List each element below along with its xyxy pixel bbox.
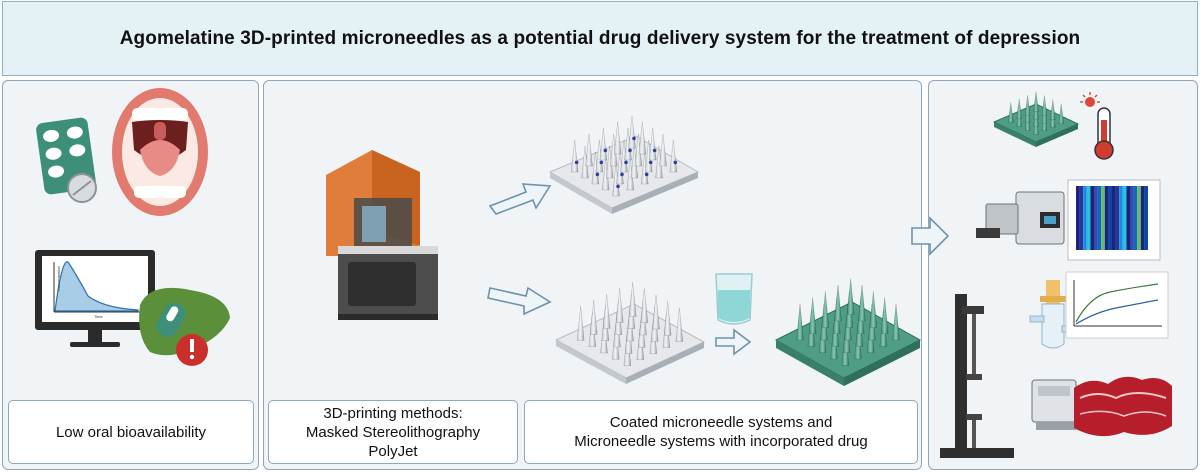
microneedle-spike	[599, 127, 608, 161]
heatmap-stripe	[1108, 186, 1112, 250]
drug-coating-dot	[599, 160, 604, 165]
arrow-right-icon	[487, 183, 752, 356]
microneedle-spike	[1058, 103, 1064, 124]
microneedle-spike	[834, 284, 842, 322]
microneedle-spike	[880, 297, 889, 334]
microneedle-spike	[869, 291, 878, 328]
heatmap-stripe	[1090, 186, 1094, 250]
label-line: PolyJet	[368, 442, 418, 460]
microneedle-array-plain	[554, 282, 706, 384]
drug-coating-dot	[603, 148, 608, 153]
page-title: Agomelatine 3D-printed microneedles as a…	[119, 27, 1081, 49]
microneedle-spike	[585, 133, 593, 167]
pk-x-label: Time	[94, 314, 104, 319]
release-profile-graph	[1065, 271, 1169, 339]
microtome-icon	[1031, 379, 1077, 430]
heatmap-stripe	[1144, 186, 1148, 250]
pill-blister-icon	[36, 117, 97, 203]
heatmap-stripe	[1137, 186, 1141, 250]
heatmap-stripe	[1115, 186, 1120, 250]
histology-section-image	[1074, 376, 1172, 437]
heatmap-stripe	[1079, 186, 1084, 250]
label-line: Coated microneedle systems and	[609, 414, 833, 431]
heatmap-stripe	[1122, 186, 1127, 250]
heatmap-spectrum-image	[1067, 179, 1161, 261]
microneedle-spike	[589, 300, 598, 335]
drug-coating-dot	[628, 148, 632, 153]
microneedle-spike	[1016, 98, 1022, 120]
pk-y-label: Concentration	[56, 266, 61, 291]
drug-coating-dot	[616, 184, 620, 189]
heatmap-stripe	[1126, 186, 1130, 250]
drug-coating-dot	[624, 160, 628, 165]
heatmap-stripe	[1140, 186, 1145, 250]
heatmap-stripe	[1130, 186, 1134, 250]
3d-printer-icon	[326, 150, 438, 320]
drug-coating-dot	[574, 160, 579, 165]
microneedle-array-coated	[548, 115, 700, 214]
microneedle-spike	[1041, 95, 1048, 116]
microneedle-spike	[602, 294, 611, 329]
label-3d-printing-methods: 3D-printing methods: Masked Stereolithog…	[268, 400, 518, 464]
title-bar: Agomelatine 3D-printed microneedles as a…	[2, 1, 1198, 76]
drug-coating-dot	[644, 172, 649, 177]
microneedle-spike	[613, 121, 622, 155]
label-line: Masked Stereolithography	[305, 423, 481, 441]
liver-icon	[139, 287, 230, 356]
microneedle-spike	[1050, 99, 1056, 120]
microneedle-spike	[1024, 95, 1031, 116]
monitor-pk-graph-icon: Concentration Time	[35, 250, 155, 347]
microneedle-spike	[615, 288, 624, 323]
arrow-to-characterization-icon	[911, 216, 950, 256]
drug-coating-dot	[632, 136, 636, 141]
heatmap-stripe	[1083, 186, 1087, 250]
heatmap-stripe	[1119, 186, 1123, 250]
label-line: 3D-printing methods:	[323, 404, 463, 422]
microneedle-spike	[628, 282, 637, 317]
microneedle-spike	[570, 139, 579, 173]
microneedle-spike	[640, 288, 649, 323]
drug-coating-dot	[648, 160, 653, 165]
drug-coating-dot	[652, 148, 657, 153]
heatmap-stripe	[1097, 186, 1102, 250]
heatmap-stripe	[1112, 186, 1116, 250]
microneedle-array-teal-small	[992, 91, 1080, 147]
microneedle-spike	[663, 301, 672, 336]
microneedle-spike	[659, 133, 667, 167]
microneedle-spike	[858, 284, 866, 322]
warning-icon	[176, 334, 208, 366]
heatmap-stripe	[1101, 186, 1105, 250]
heatmap-stripe	[1133, 186, 1138, 250]
microneedle-spike	[652, 294, 660, 330]
label-low-oral-bioavailability: Low oral bioavailability	[8, 400, 254, 464]
heatmap-stripe	[1076, 186, 1080, 250]
microneedle-spike	[675, 307, 684, 342]
microneedle-spike	[821, 291, 830, 328]
microneedle-spike	[628, 115, 636, 149]
heatmap-stripe	[1094, 186, 1098, 250]
label-line: Microneedle systems with incorporated dr…	[574, 433, 868, 450]
heatmap-stripe	[1086, 186, 1091, 250]
microneedle-array-teal	[774, 278, 922, 386]
heatmap-stripe	[1104, 186, 1109, 250]
microneedle-spike	[1033, 91, 1039, 112]
thermometer-icon	[1080, 92, 1114, 160]
label-coated-microneedles: Coated microneedle systems and Microneed…	[524, 400, 918, 464]
open-mouth-icon	[112, 88, 208, 216]
spectrometer-icon	[976, 191, 1065, 245]
microneedle-spike	[808, 297, 817, 334]
label-text: Low oral bioavailability	[55, 423, 207, 441]
microneedle-spike	[638, 121, 647, 155]
drug-coating-dot	[595, 172, 600, 177]
drug-coating-dot	[673, 160, 678, 165]
microneedle-spike	[846, 278, 855, 315]
drug-coating-dot	[620, 172, 624, 177]
microneedle-spike	[576, 306, 585, 341]
texture-analyzer-icon	[940, 294, 1014, 458]
beaker-icon	[715, 273, 753, 325]
microneedle-spike	[1008, 102, 1014, 123]
microneedle-spike	[892, 303, 900, 341]
microneedle-spike	[796, 303, 804, 341]
